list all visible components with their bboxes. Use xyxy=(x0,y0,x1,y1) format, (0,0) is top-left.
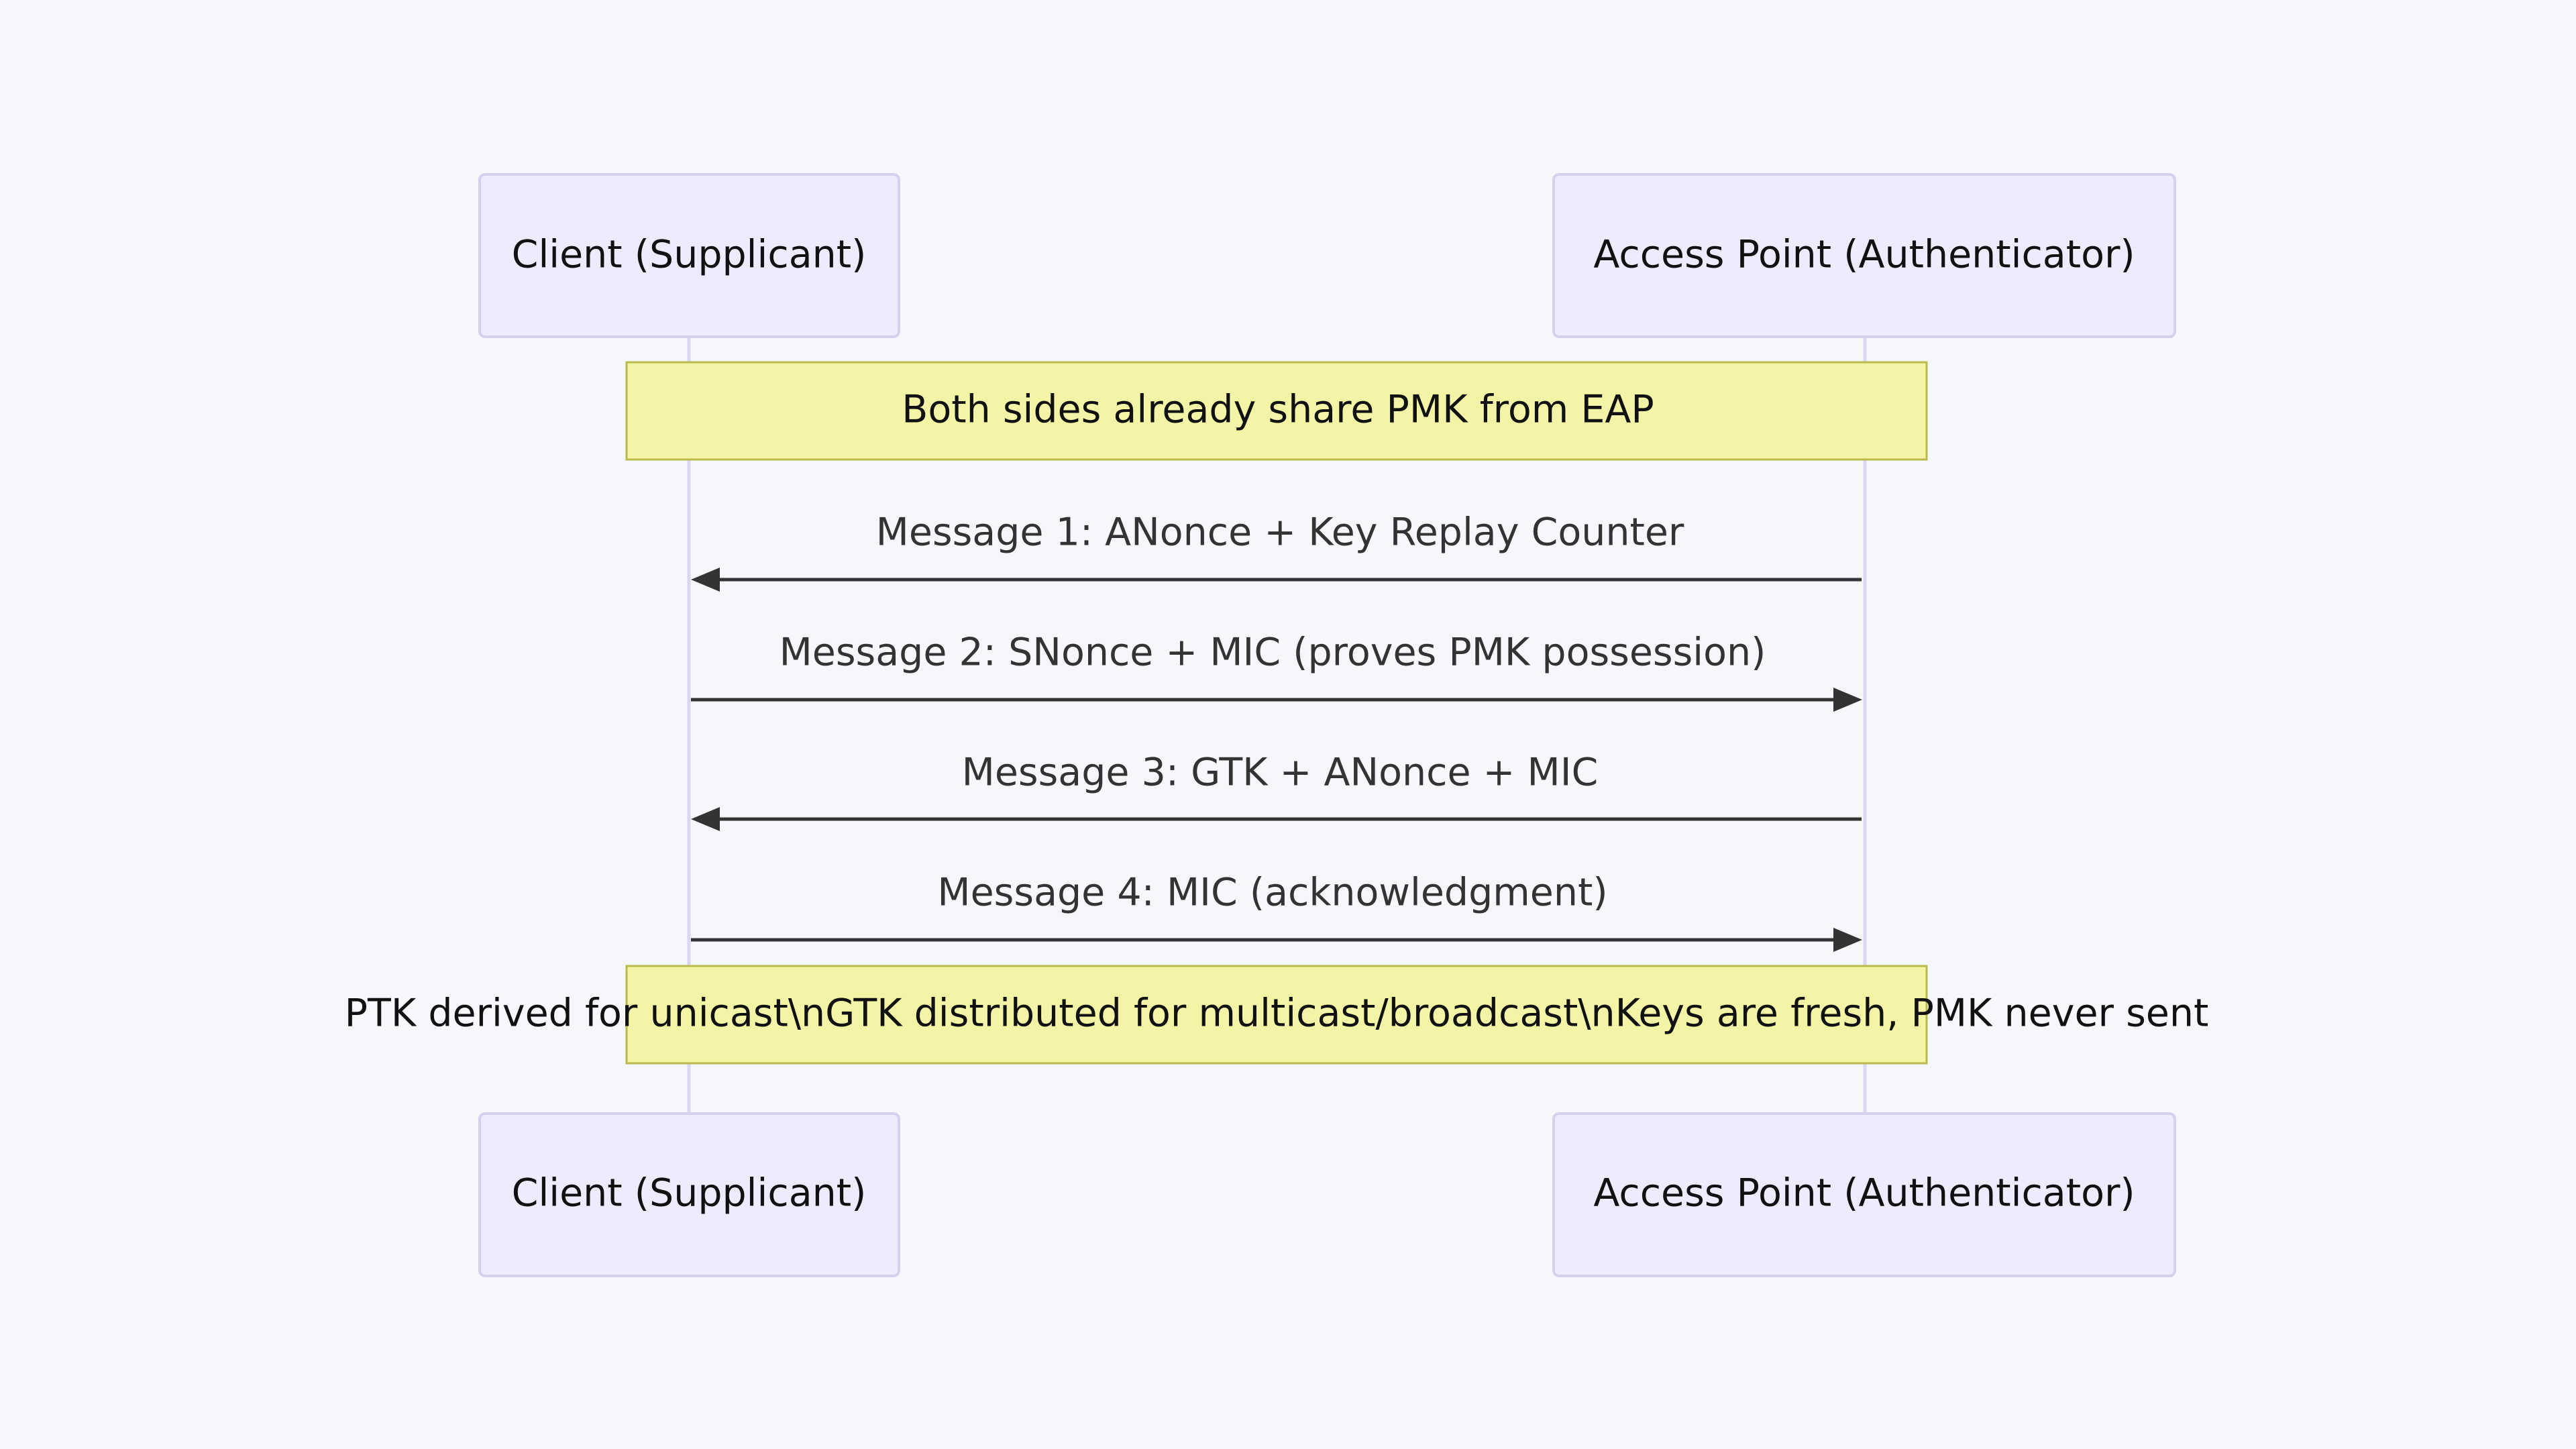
note-shared-pmk-text: Both sides already share PMK from EAP xyxy=(902,388,1654,432)
actor-access-point-bottom-label: Access Point (Authenticator) xyxy=(1593,1171,2135,1216)
message-1: Message 1: ANonce + Key Replay Counter xyxy=(691,511,1862,592)
message-1-arrowhead xyxy=(691,568,720,592)
message-1-label: Message 1: ANonce + Key Replay Counter xyxy=(876,511,1684,555)
actor-access-point-top: Access Point (Authenticator) xyxy=(1552,173,2176,338)
note-shared-pmk: Both sides already share PMK from EAP xyxy=(625,361,1928,461)
message-2-label: Message 2: SNonce + MIC (proves PMK poss… xyxy=(780,631,1766,675)
message-3-arrowhead xyxy=(691,807,720,831)
actor-access-point-bottom: Access Point (Authenticator) xyxy=(1552,1112,2176,1277)
message-2-arrowhead xyxy=(1833,688,1862,712)
actor-access-point-top-label: Access Point (Authenticator) xyxy=(1593,233,2135,277)
actor-client-bottom-label: Client (Supplicant) xyxy=(512,1171,867,1216)
note-key-result: PTK derived for unicast\nGTK distributed… xyxy=(345,965,2209,1065)
message-2: Message 2: SNonce + MIC (proves PMK poss… xyxy=(691,631,1862,712)
actor-client-top-label: Client (Supplicant) xyxy=(512,233,867,277)
message-3-label: Message 3: GTK + ANonce + MIC xyxy=(962,751,1599,795)
message-4: Message 4: MIC (acknowledgment) xyxy=(691,871,1862,952)
note-key-result-text: PTK derived for unicast\nGTK distributed… xyxy=(345,991,2209,1036)
message-4-label: Message 4: MIC (acknowledgment) xyxy=(937,871,1607,915)
actor-client-bottom: Client (Supplicant) xyxy=(478,1112,900,1277)
actor-client-top: Client (Supplicant) xyxy=(478,173,900,338)
message-3: Message 3: GTK + ANonce + MIC xyxy=(691,751,1862,831)
message-4-arrowhead xyxy=(1833,928,1862,952)
